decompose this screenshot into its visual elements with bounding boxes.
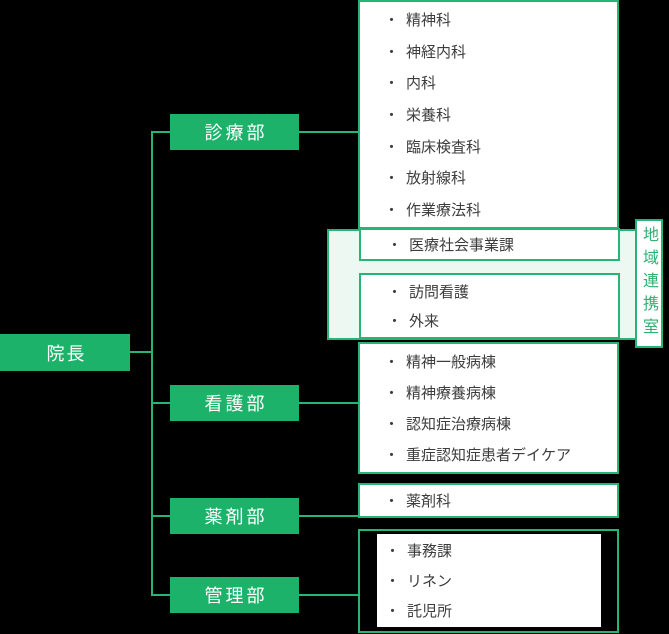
list-item: ・精神一般病棟 bbox=[384, 351, 613, 372]
connector-nursing-list bbox=[298, 402, 360, 404]
dept-box-nursing: 看護部 bbox=[170, 385, 299, 421]
list-item: ・薬剤科 bbox=[384, 490, 613, 511]
list-box-admin-frame bbox=[358, 529, 619, 633]
list-item: ・重症認知症患者デイケア bbox=[384, 444, 613, 465]
bullet-icon: ・ bbox=[384, 415, 400, 433]
bullet-icon: ・ bbox=[384, 446, 400, 464]
list-box-outpatient: ・訪問看護 ・外来 bbox=[359, 273, 620, 339]
dept-label-pharmacy: 薬剤部 bbox=[204, 507, 268, 528]
bullet-icon: ・ bbox=[387, 236, 403, 254]
item-label: リネン bbox=[407, 571, 453, 590]
list-item: ・放射線科 bbox=[384, 167, 613, 188]
bullet-icon: ・ bbox=[384, 200, 400, 219]
dept-label-medical: 診療部 bbox=[204, 123, 268, 144]
list-item: ・神経内科 bbox=[384, 41, 613, 62]
regional-office-box: 地域連携室 bbox=[635, 219, 663, 348]
regional-office-label: 地域連携室 bbox=[640, 226, 659, 341]
list-box-pharmacy: ・薬剤科 bbox=[358, 483, 619, 518]
list-item: ・医療社会事業課 bbox=[387, 234, 614, 255]
list-box-medical-depts: ・精神科 ・神経内科 ・内科 ・栄養科 ・臨床検査科 ・放射線科 ・作業療法科 bbox=[358, 0, 619, 229]
bullet-icon: ・ bbox=[387, 283, 403, 301]
item-label: 外来 bbox=[409, 312, 440, 330]
list-box-wards: ・精神一般病棟 ・精神療養病棟 ・認知症治療病棟 ・重症認知症患者デイケア bbox=[358, 342, 619, 474]
connector-root-stub bbox=[130, 351, 152, 353]
connector-stub-admin bbox=[151, 594, 172, 596]
dept-box-pharmacy: 薬剤部 bbox=[170, 498, 299, 534]
list-box-social-services: ・医療社会事業課 bbox=[359, 228, 620, 261]
bullet-icon: ・ bbox=[384, 353, 400, 371]
connector-stub-pharmacy bbox=[151, 515, 172, 517]
bullet-icon: ・ bbox=[385, 542, 401, 561]
item-label: 事務課 bbox=[407, 542, 453, 561]
bullet-icon: ・ bbox=[384, 74, 400, 93]
item-label: 栄養科 bbox=[406, 105, 452, 124]
list-item: ・作業療法科 bbox=[384, 199, 613, 220]
bullet-icon: ・ bbox=[387, 312, 403, 330]
bullet-icon: ・ bbox=[385, 571, 401, 590]
connector-trunk bbox=[151, 131, 153, 596]
bullet-icon: ・ bbox=[384, 105, 400, 124]
list-item: ・精神科 bbox=[384, 9, 613, 30]
connector-pharmacy-list bbox=[298, 515, 360, 517]
dept-box-medical: 診療部 bbox=[170, 114, 299, 150]
bullet-icon: ・ bbox=[384, 169, 400, 188]
list-item: ・内科 bbox=[384, 72, 613, 93]
root-box-director: 院長 bbox=[0, 334, 130, 371]
item-label: 訪問看護 bbox=[409, 283, 470, 301]
list-item: ・認知症治療病棟 bbox=[384, 413, 613, 434]
item-label: 臨床検査科 bbox=[406, 137, 482, 156]
dept-box-admin: 管理部 bbox=[170, 577, 299, 613]
bullet-icon: ・ bbox=[384, 42, 400, 61]
list-item: ・栄養科 bbox=[384, 104, 613, 125]
dept-label-admin: 管理部 bbox=[204, 586, 268, 607]
bullet-icon: ・ bbox=[384, 384, 400, 402]
item-label: 託児所 bbox=[407, 601, 453, 620]
list-item: ・精神療養病棟 bbox=[384, 382, 613, 403]
list-box-admin: ・事務課 ・リネン ・託児所 bbox=[377, 534, 601, 627]
connector-stub-medical bbox=[151, 131, 172, 133]
root-label: 院長 bbox=[46, 343, 87, 365]
item-label: 精神科 bbox=[406, 11, 452, 30]
item-label: 重症認知症患者デイケア bbox=[406, 446, 572, 464]
item-label: 神経内科 bbox=[406, 42, 467, 61]
dept-label-nursing: 看護部 bbox=[204, 394, 268, 415]
item-label: 作業療法科 bbox=[406, 200, 482, 219]
list-item: ・事務課 bbox=[385, 540, 597, 561]
list-item: ・リネン bbox=[385, 570, 597, 591]
connector-admin-list bbox=[298, 594, 360, 596]
list-item: ・訪問看護 bbox=[387, 281, 614, 302]
item-label: 認知症治療病棟 bbox=[406, 415, 512, 433]
bullet-icon: ・ bbox=[384, 492, 400, 510]
item-label: 放射線科 bbox=[406, 169, 467, 188]
item-label: 医療社会事業課 bbox=[409, 236, 515, 254]
bullet-icon: ・ bbox=[385, 601, 401, 620]
item-label: 内科 bbox=[406, 74, 437, 93]
item-label: 薬剤科 bbox=[406, 492, 452, 510]
connector-stub-nursing bbox=[151, 402, 172, 404]
bullet-icon: ・ bbox=[384, 137, 400, 156]
list-item: ・託児所 bbox=[385, 600, 597, 621]
list-item: ・外来 bbox=[387, 310, 614, 331]
item-label: 精神一般病棟 bbox=[406, 353, 497, 371]
bullet-icon: ・ bbox=[384, 11, 400, 30]
connector-medical-list bbox=[298, 131, 360, 133]
item-label: 精神療養病棟 bbox=[406, 384, 497, 402]
list-item: ・臨床検査科 bbox=[384, 136, 613, 157]
